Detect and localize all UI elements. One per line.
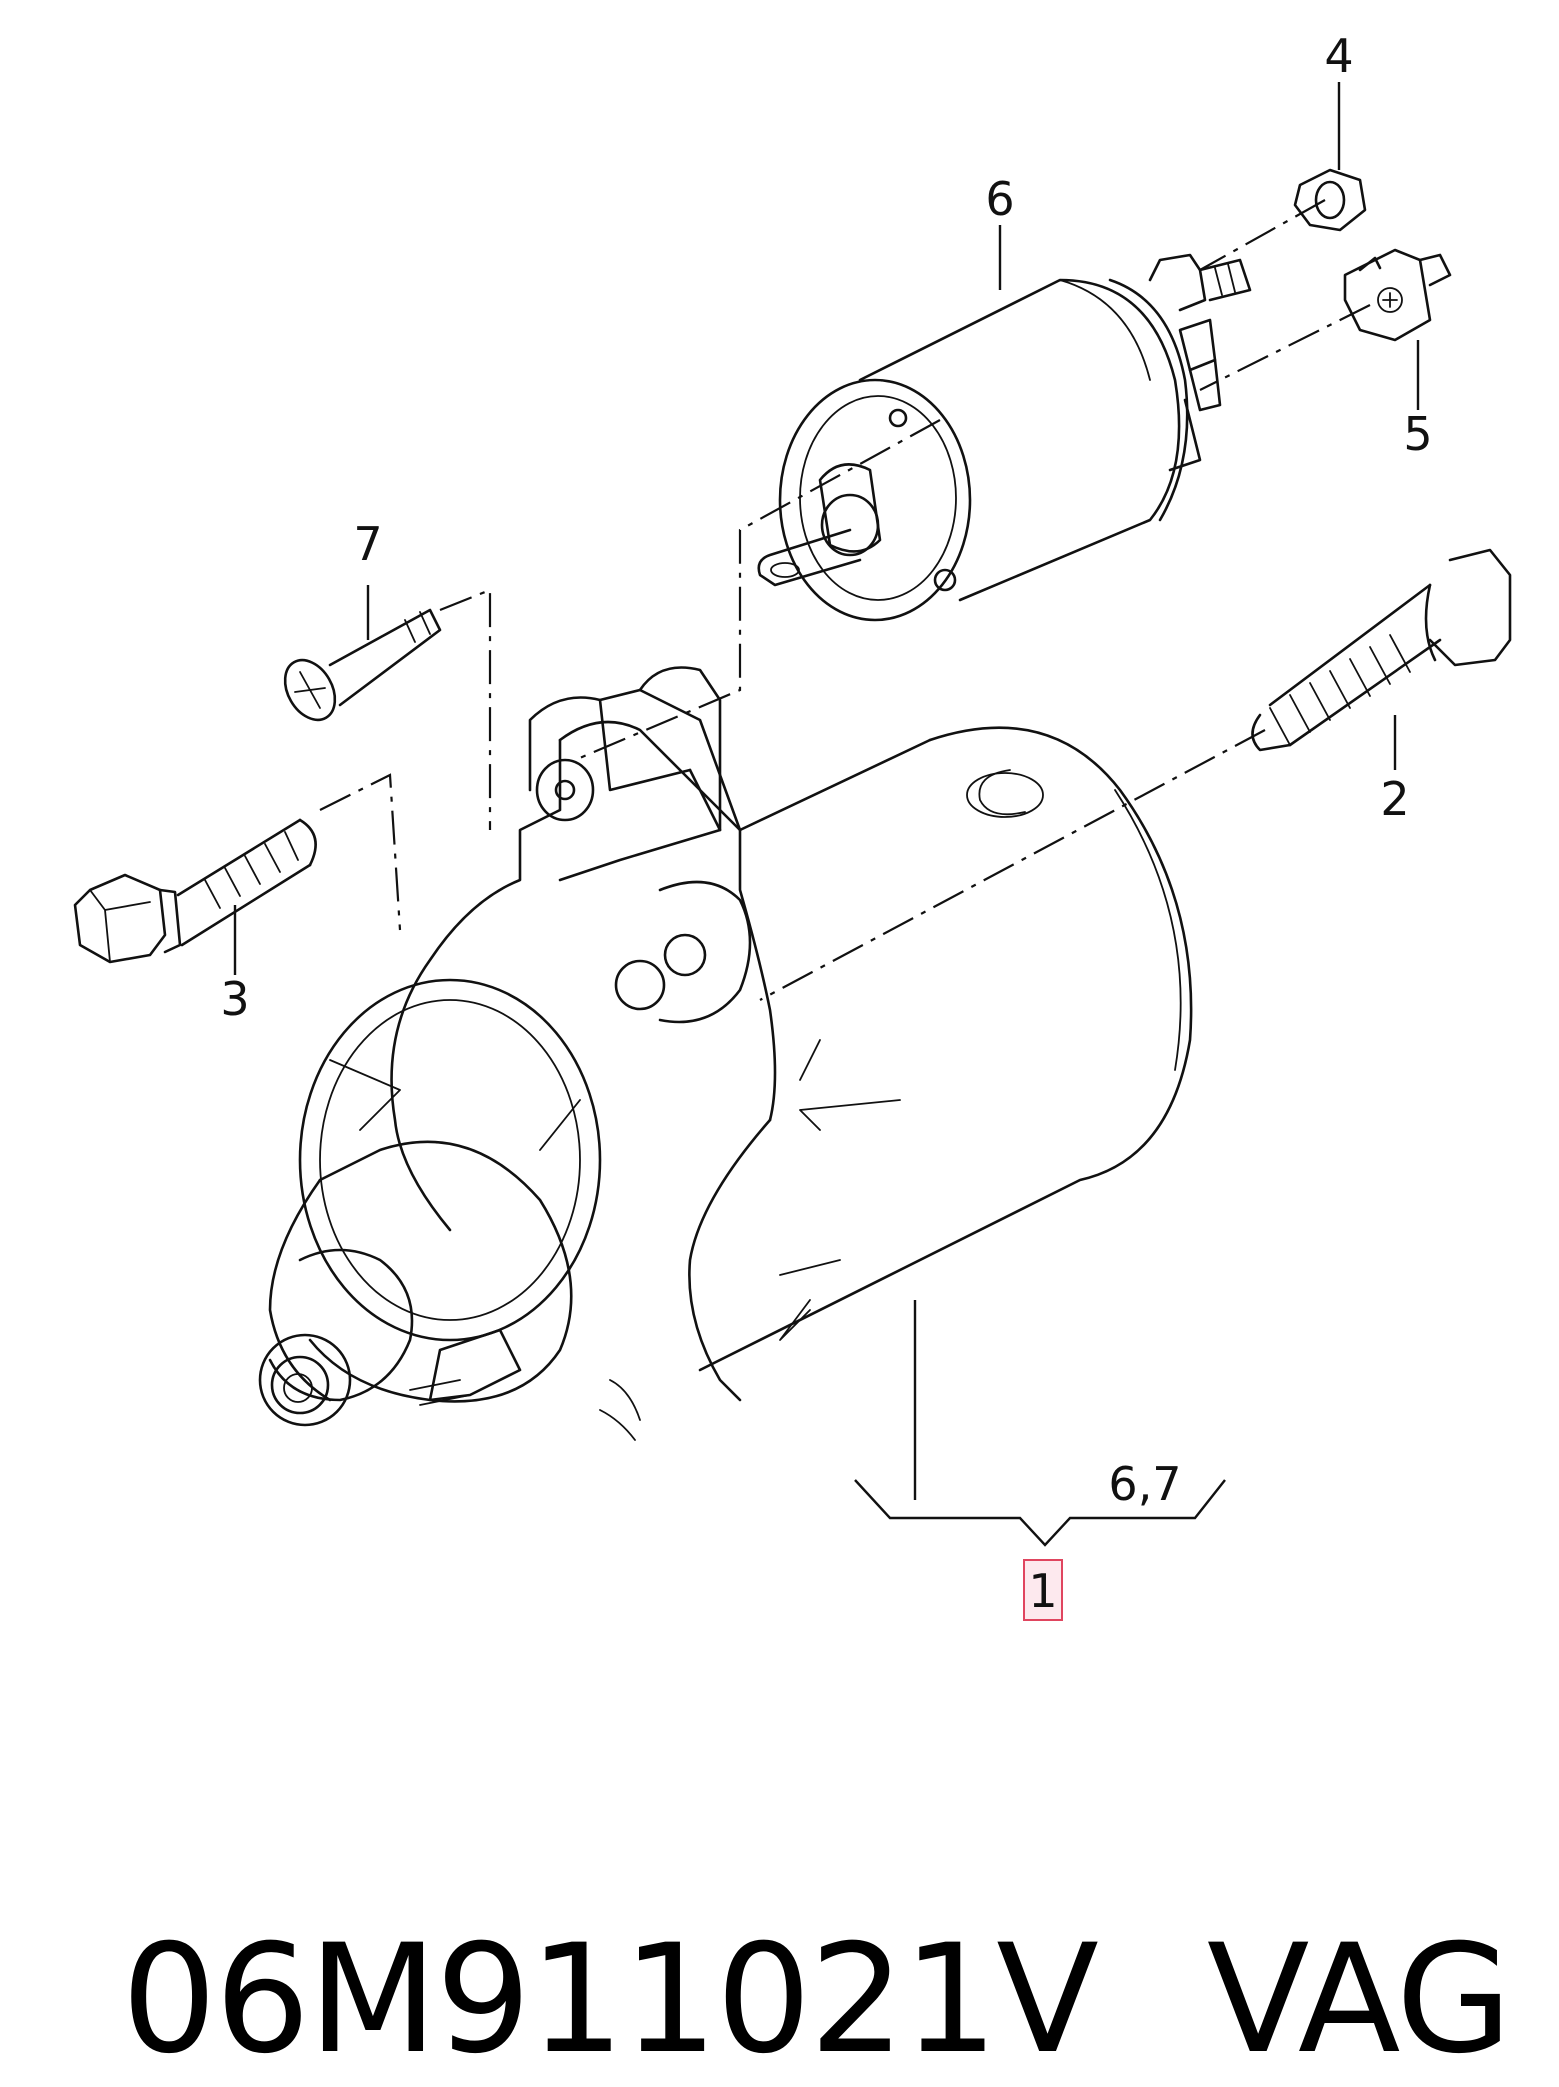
starter-motor[interactable] <box>258 666 1193 1441</box>
screw-part-7[interactable] <box>275 608 442 729</box>
callout-2[interactable]: 2 <box>1380 772 1409 826</box>
brand-name: VAG <box>1206 1913 1512 2087</box>
solenoid-switch[interactable] <box>757 253 1252 622</box>
bolt-part-2[interactable] <box>1251 548 1512 752</box>
terminal-part-5[interactable] <box>1343 248 1452 342</box>
assembly-guide-lines <box>319 199 1371 1001</box>
callout-3[interactable]: 3 <box>220 972 249 1026</box>
callout-5[interactable]: 5 <box>1403 407 1432 461</box>
callout-7[interactable]: 7 <box>353 517 382 571</box>
callout-6[interactable]: 6 <box>985 172 1014 226</box>
callout-labels: 4 6 5 7 2 3 6,7 1 <box>220 29 1433 1621</box>
leader-lines <box>233 82 1420 1547</box>
nut-part-4[interactable] <box>1293 168 1367 232</box>
bolt-part-3[interactable] <box>73 818 317 964</box>
callout-1[interactable]: 1 <box>1028 1564 1057 1618</box>
part-number-footer: 06M911021V VAG <box>30 1745 1512 2085</box>
callout-4[interactable]: 4 <box>1324 29 1353 83</box>
part-number: 06M911021V <box>121 1913 1099 2087</box>
parts-diagram: 4 6 5 7 2 3 6,7 1 <box>73 29 1512 1621</box>
callout-sub-6-7: 6,7 <box>1108 1457 1181 1511</box>
callout-1-highlight[interactable] <box>1023 1559 1063 1621</box>
